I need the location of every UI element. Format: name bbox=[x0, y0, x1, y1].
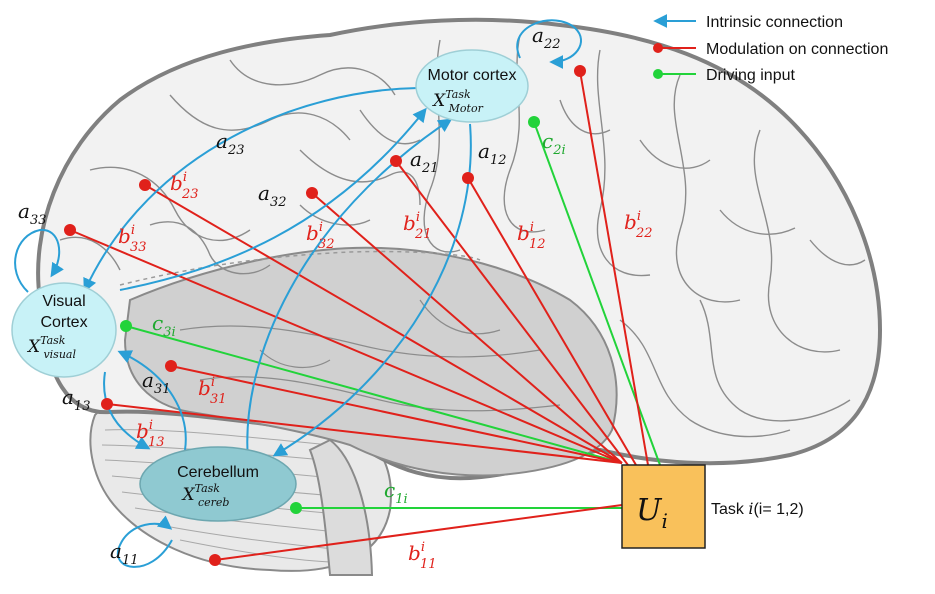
modulation-dot-b12 bbox=[462, 172, 474, 184]
driving-dot-c1 bbox=[290, 502, 302, 514]
task-label: Task i(i= 1,2) bbox=[711, 499, 804, 518]
self-loop-a11 bbox=[117, 515, 173, 568]
label-a11: a11 bbox=[110, 539, 138, 568]
motor-state-sub: Motor bbox=[448, 102, 484, 115]
self-loop-a22 bbox=[516, 19, 582, 69]
sylvian-fissure bbox=[119, 250, 481, 286]
label-a33: a33 bbox=[18, 199, 46, 228]
legend-intrinsic-label: Intrinsic connection bbox=[706, 14, 843, 31]
visual-state-sub: visual bbox=[43, 348, 76, 361]
gyri-lines bbox=[59, 34, 866, 438]
input-symbol-sub: i bbox=[661, 509, 667, 533]
legend-driving-label: Driving input bbox=[706, 67, 795, 84]
driving-dot-c2 bbox=[528, 116, 540, 128]
driving-dot-c3 bbox=[120, 320, 132, 332]
task-input-box: Ui Task i(i= 1,2) bbox=[621, 464, 804, 549]
label-a31: a31 bbox=[142, 368, 170, 397]
label-a21: a21 bbox=[410, 147, 438, 176]
intrinsic-arrow-a32 bbox=[119, 107, 427, 291]
intrinsic-arrow-a13 bbox=[103, 371, 151, 450]
modulation-line-b22 bbox=[579, 70, 649, 466]
motor-state-sup: Task bbox=[445, 88, 471, 101]
driving-line-c3 bbox=[125, 325, 623, 464]
modulation-dots bbox=[64, 65, 586, 566]
visual-state-symbol: X bbox=[26, 337, 41, 357]
modulation-dot-b21 bbox=[390, 155, 402, 167]
modulation-line-b33 bbox=[69, 229, 623, 464]
cerebellum-title: Cerebellum bbox=[177, 464, 259, 481]
visual-state-sup: Task bbox=[40, 334, 66, 347]
visual-cortex-title-line1: Visual bbox=[42, 293, 85, 310]
self-loop-a33 bbox=[14, 228, 64, 293]
modulation-dot-b32 bbox=[306, 187, 318, 199]
motor-cortex-title: Motor cortex bbox=[428, 67, 517, 84]
input-symbol: U bbox=[636, 493, 663, 528]
legend: Intrinsic connection Modulation on conne… bbox=[653, 14, 888, 84]
label-a32: a32 bbox=[258, 181, 286, 210]
legend-driving-dot-icon bbox=[653, 69, 663, 79]
modulation-dot-b33 bbox=[64, 224, 76, 236]
label-c2i: c2i bbox=[542, 129, 566, 158]
visual-cortex-title-line2: Cortex bbox=[40, 314, 87, 331]
svg-text:Ui: Ui bbox=[636, 493, 668, 533]
label-c3i: c3i bbox=[152, 311, 176, 340]
task-label-text: Task bbox=[711, 501, 748, 518]
label-a22: a22 bbox=[532, 23, 560, 52]
label-c1i: c1i bbox=[384, 478, 408, 507]
modulation-line-b31 bbox=[170, 365, 623, 464]
modulation-dot-b11 bbox=[209, 554, 221, 566]
modulation-line-b12 bbox=[467, 177, 637, 466]
cereb-state-sup: Task bbox=[195, 482, 221, 495]
task-label-var: i bbox=[748, 499, 753, 518]
driving-dots bbox=[120, 116, 540, 514]
legend-modulation: Modulation on connection bbox=[653, 41, 888, 58]
cereb-state-symbol: X bbox=[181, 485, 196, 505]
legend-modulation-label: Modulation on connection bbox=[706, 41, 888, 58]
intrinsic-arrow-a23 bbox=[83, 87, 419, 293]
legend-intrinsic: Intrinsic connection bbox=[653, 14, 843, 31]
modulation-line-b23 bbox=[144, 184, 623, 464]
modulation-dot-b23 bbox=[139, 179, 151, 191]
driving-labels: c2i c3i c1i bbox=[152, 129, 566, 507]
motor-state-symbol: X bbox=[431, 91, 446, 111]
intrinsic-arrow-a31 bbox=[117, 350, 187, 451]
modulation-line-b13 bbox=[106, 403, 623, 464]
task-label-range: (i= 1,2) bbox=[753, 501, 803, 518]
label-a13: a13 bbox=[62, 385, 90, 414]
legend-modulation-dot-icon bbox=[653, 43, 663, 53]
cereb-state-sub: cereb bbox=[198, 496, 229, 509]
modulation-dot-b13 bbox=[101, 398, 113, 410]
modulation-lines bbox=[69, 70, 649, 561]
modulation-line-b32 bbox=[311, 192, 623, 464]
intrinsic-labels: a22 a33 a11 a23 a32 a21 a12 a31 a13 bbox=[18, 23, 560, 568]
modulation-dot-b31 bbox=[165, 360, 177, 372]
modulation-line-b21 bbox=[395, 160, 629, 466]
label-a23: a23 bbox=[216, 129, 244, 158]
label-a12: a12 bbox=[478, 139, 506, 168]
modulation-dot-b22 bbox=[574, 65, 586, 77]
modulation-line-b11 bbox=[214, 504, 623, 561]
legend-driving: Driving input bbox=[653, 67, 795, 84]
